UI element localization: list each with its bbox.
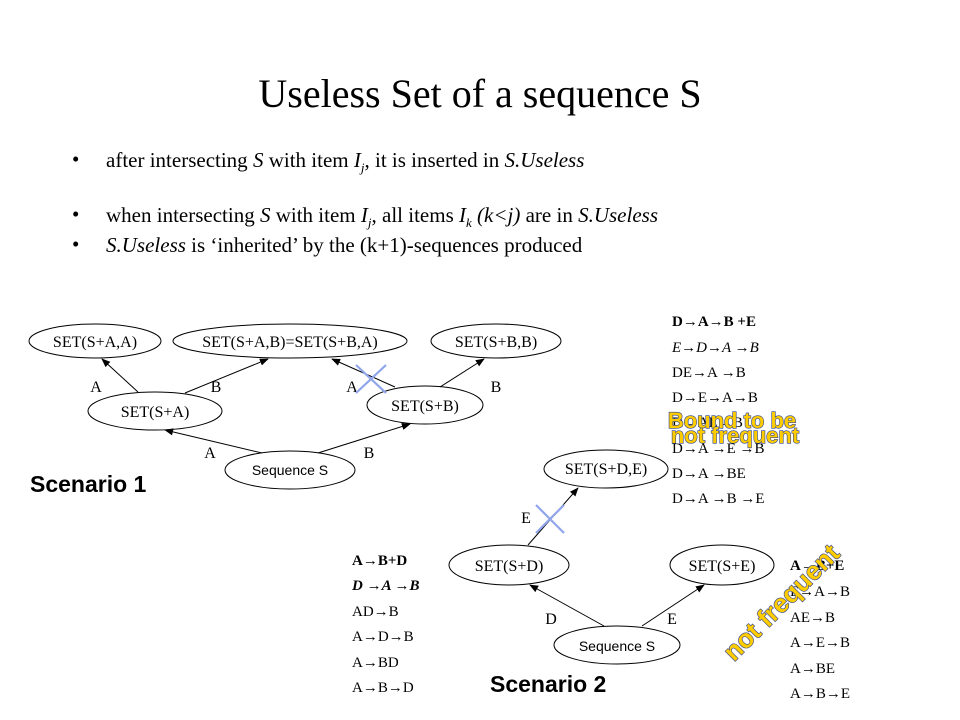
node-set-s-a-a-label: SET(S+A,A) [53, 334, 137, 351]
list-left: A→B+D D →A →B AD→B A→D→B A→BD A→B→D [351, 553, 420, 696]
list-left-item: D →A →B [351, 578, 420, 594]
edge-label-a2: A [346, 379, 358, 396]
edge-a-to-set-a [164, 428, 263, 454]
list-top-right-item: D→A →BE [672, 466, 746, 482]
edge-label-e2: E [667, 611, 677, 628]
list-top-right-item: D→AE→B [672, 415, 743, 431]
node-sequence-s-1-label: Sequence S [252, 462, 328, 478]
list-right-item: A→BE [790, 661, 835, 677]
node-set-s-b-b [430, 323, 562, 359]
list-top-right-item: D→A →E →B [672, 441, 765, 457]
bullet-3: S.Useless is ‘inherited’ by the (k+1)-se… [72, 232, 658, 261]
node-set-s-a-label: SET(S+A) [121, 404, 190, 421]
scenario2-label: Scenario 2 [490, 671, 606, 697]
list-left-item: AD→B [352, 604, 399, 620]
node-set-s-ab [172, 323, 408, 359]
list-left-item: A→B→D [352, 680, 414, 696]
list-left-item: A→BD [352, 655, 399, 671]
cross-mark-scenario2 [535, 504, 565, 534]
edge-b-to-set-ab-from-a [184, 358, 269, 394]
edge-b-to-set-bb [439, 358, 485, 388]
node-set-s-b [366, 385, 484, 425]
scenario1-graph: SET(S+A,A) SET(S+A,B)=SET(S+B,A) SET(S+B… [28, 323, 562, 497]
edge-label-a3: A [204, 445, 216, 462]
list-right-item: E→A→B [790, 584, 850, 600]
edge-b-to-set-b [317, 423, 411, 454]
scenario2-graph: SET(S+D,E) SET(S+D) SET(S+E) Sequence S … [448, 449, 775, 697]
list-top-right-item: E→D→A →B [671, 340, 759, 356]
bullet-1: after intersecting S with item Ij, it is… [72, 147, 658, 176]
edge-d-to-set-d [529, 584, 605, 627]
list-left-item: A→B+D [352, 553, 407, 569]
node-set-s-ab-label: SET(S+A,B)=SET(S+B,A) [202, 334, 378, 351]
list-top-right-item: DE→A →B [672, 365, 746, 381]
list-right-item: A→B→E [790, 686, 850, 702]
cross-mark-scenario1 [355, 364, 387, 394]
node-set-s-b-label: SET(S+B) [391, 398, 459, 415]
node-sequence-s-1 [224, 450, 356, 490]
slide-title: Useless Set of a sequence S [258, 71, 702, 116]
node-set-s-d-label: SET(S+D) [475, 558, 544, 575]
list-top-right-item: D→E→A→B [672, 390, 758, 406]
node-set-s-e-label: SET(S+E) [689, 558, 756, 575]
edge-label-d: D [545, 611, 557, 628]
edge-label-b2: B [491, 379, 502, 396]
bound-line-1: Bound to be [668, 408, 796, 433]
node-set-s-e [669, 544, 775, 586]
edge-a-to-set-aa [101, 358, 139, 393]
edge-label-b1: B [211, 379, 222, 396]
list-top-right-item: D→A→B +E [672, 314, 756, 330]
node-set-s-a [87, 391, 223, 431]
node-set-s-d-e [543, 449, 669, 489]
node-set-s-a-a [28, 323, 162, 359]
bullet-2: when intersecting S with item Ij, all it… [72, 202, 658, 231]
list-right: A→B+E E→A→B AE→B A→E→B A→BE A→B→E [790, 558, 850, 702]
edge-label-e1: E [521, 510, 531, 527]
edge-label-a1: A [90, 379, 102, 396]
list-right-item: AE→B [790, 610, 835, 626]
edge-e-to-set-e [641, 584, 705, 627]
scenario1-label: Scenario 1 [30, 471, 147, 497]
list-top-right-item: D→A →B →E [672, 491, 765, 507]
list-left-item: A→D→B [352, 629, 414, 645]
node-set-s-b-b-label: SET(S+B,B) [455, 334, 537, 351]
list-right-item: A→B+E [790, 558, 844, 574]
bound-annotation: Bound to be Bound to be not frequent not… [667, 407, 800, 448]
node-sequence-s-2 [553, 625, 681, 665]
bound-line-2-outline: not frequent [671, 423, 800, 448]
bullet-list: after intersecting S with item Ij, it is… [72, 147, 658, 261]
list-top-right: D→A→B +E E→D→A →B DE→A →B D→E→A→B D→AE→B… [671, 314, 765, 507]
bound-line-2: not frequent [671, 423, 800, 448]
list-right-item: A→E→B [790, 635, 850, 651]
node-set-s-d [448, 544, 570, 586]
bound-line-1-outline: Bound to be [668, 408, 796, 433]
edge-label-b3: B [364, 445, 375, 462]
node-sequence-s-2-label: Sequence S [579, 638, 655, 654]
node-set-s-d-e-label: SET(S+D,E) [565, 461, 647, 478]
